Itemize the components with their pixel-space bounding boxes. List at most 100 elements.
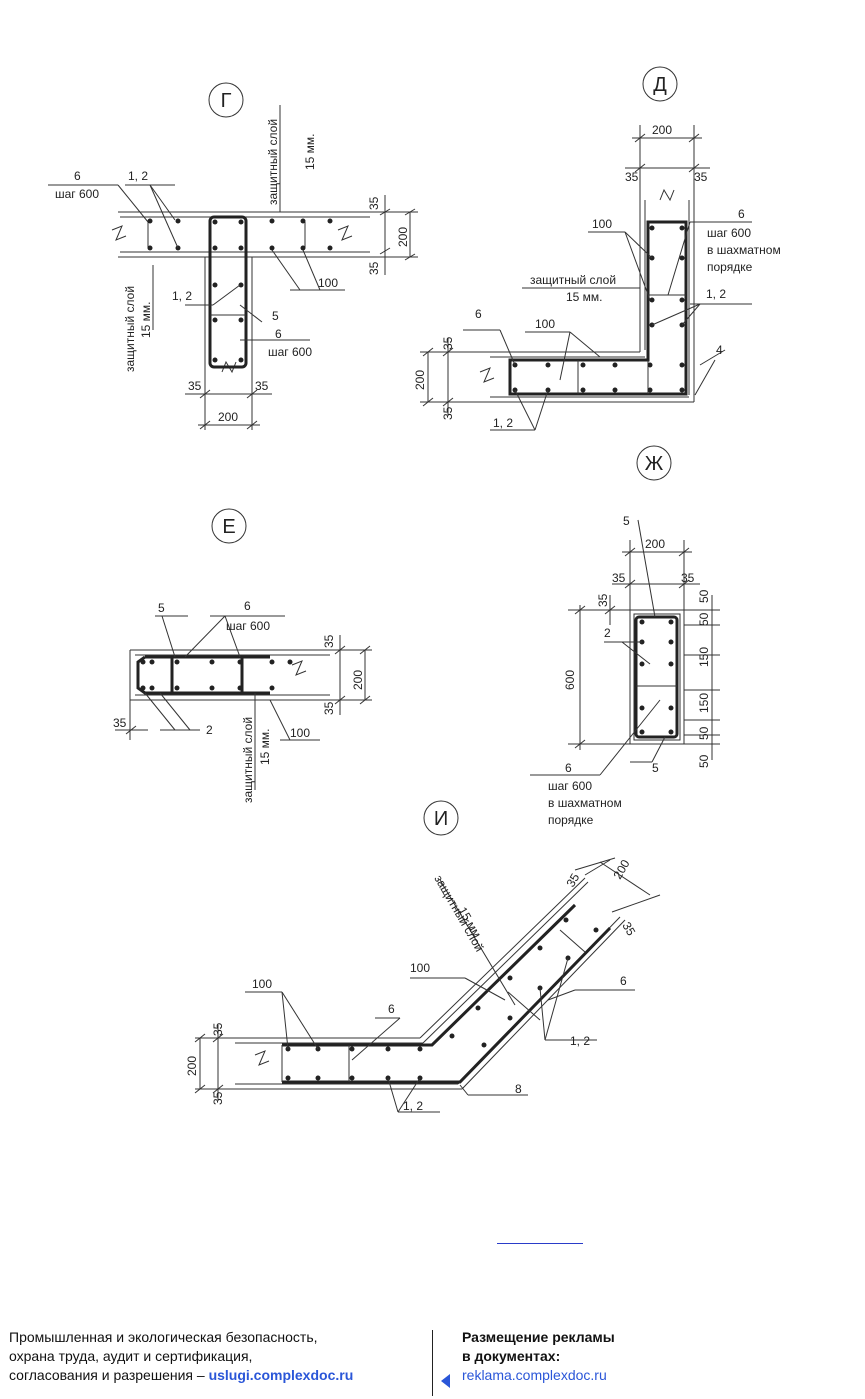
g-dim-35d: 35 bbox=[255, 379, 269, 393]
g-label-6b: 6 bbox=[275, 327, 282, 341]
footer-left-ad: Промышленная и экологическая безопасност… bbox=[9, 1328, 429, 1385]
section-zh: Ж bbox=[530, 445, 720, 827]
section-g-label: Г bbox=[221, 90, 232, 112]
e-protective-layer: защитный слой bbox=[241, 717, 255, 803]
g-label-12b: 1, 2 bbox=[172, 289, 192, 303]
e-protective-mm: 15 мм. bbox=[258, 728, 272, 765]
section-zh-label: Ж bbox=[645, 453, 664, 475]
e-label-2: 2 bbox=[206, 723, 213, 737]
zh-dim-200: 200 bbox=[645, 537, 665, 551]
zh-label-2: 2 bbox=[604, 626, 611, 640]
zh-dim-50a: 50 bbox=[697, 589, 711, 603]
d-bars bbox=[512, 225, 685, 393]
zh-stirrup bbox=[634, 615, 679, 739]
section-g-marker bbox=[208, 82, 244, 118]
d-dim-35d: 35 bbox=[441, 406, 455, 420]
section-e-marker bbox=[211, 508, 247, 544]
g-dim-200b: 200 bbox=[218, 410, 238, 424]
section-i-label: И bbox=[434, 808, 448, 830]
i-dim-35d: 35 bbox=[211, 1091, 225, 1105]
zh-label-chess2: порядке bbox=[548, 813, 594, 827]
zh-bars bbox=[639, 619, 674, 735]
zh-dim-50c: 50 bbox=[697, 726, 711, 740]
d-protective-mm: 15 мм. bbox=[566, 290, 603, 304]
zh-label-chess1: в шахматном bbox=[548, 796, 622, 810]
g-dim-35b: 35 bbox=[367, 261, 381, 275]
g-protective-layer-2: защитный слой bbox=[123, 286, 137, 372]
e-label-step: шаг 600 bbox=[226, 619, 270, 633]
zh-label-5b: 5 bbox=[652, 761, 659, 775]
e-label-6: 6 bbox=[244, 599, 251, 613]
d-dim-200b: 200 bbox=[413, 370, 427, 390]
section-e: Е bbox=[113, 508, 372, 803]
g-label-6: 6 bbox=[74, 169, 81, 183]
e-label-5: 5 bbox=[158, 601, 165, 615]
i-label-6a: 6 bbox=[620, 974, 627, 988]
zh-dim-35c: 35 bbox=[596, 593, 610, 607]
d-label-12b: 1, 2 bbox=[493, 416, 513, 430]
zh-dim-35b: 35 bbox=[681, 571, 695, 585]
d-label-12: 1, 2 bbox=[706, 287, 726, 301]
i-dim-200: 200 bbox=[610, 857, 632, 882]
e-bars bbox=[140, 659, 293, 691]
section-d-label: Д bbox=[653, 74, 667, 96]
footer-left-line3-prefix: согласования и разрешения – bbox=[9, 1367, 209, 1383]
zh-dim-50d: 50 bbox=[697, 754, 711, 768]
g-label-step2: шаг 600 bbox=[268, 345, 312, 359]
d-label-100b: 100 bbox=[535, 317, 555, 331]
g-dim-200: 200 bbox=[396, 227, 410, 247]
page-link[interactable] bbox=[497, 1225, 583, 1244]
e-dim-35b: 35 bbox=[322, 701, 336, 715]
d-label-4: 4 bbox=[716, 343, 723, 357]
d-label-6b: 6 bbox=[475, 307, 482, 321]
d-label-step: шаг 600 bbox=[707, 226, 751, 240]
footer-left-line1: Промышленная и экологическая безопасност… bbox=[9, 1329, 318, 1345]
i-walls bbox=[230, 877, 626, 1090]
zh-dim-600: 600 bbox=[563, 670, 577, 690]
zh-dim-150b: 150 bbox=[697, 693, 711, 713]
footer-left-line2: охрана труда, аудит и сертификация, bbox=[9, 1348, 253, 1364]
e-dim-35c: 35 bbox=[113, 716, 127, 730]
zh-label-6: 6 bbox=[565, 761, 572, 775]
i-label-100b: 100 bbox=[252, 977, 272, 991]
zh-dim-50b: 50 bbox=[697, 612, 711, 626]
footer-divider bbox=[432, 1330, 433, 1396]
zh-label-5: 5 bbox=[623, 514, 630, 528]
footer-right-ad: Размещение рекламы в документах: reklama… bbox=[462, 1328, 722, 1385]
section-zh-marker bbox=[636, 445, 672, 481]
d-dim-200: 200 bbox=[652, 123, 672, 137]
g-protective-mm-2: 15 мм. bbox=[139, 301, 153, 338]
g-protective-layer: защитный слой bbox=[266, 119, 280, 205]
footer-left-line3: согласования и разрешения – uslugi.compl… bbox=[9, 1366, 429, 1385]
d-label-chess2: порядке bbox=[707, 260, 753, 274]
uslugi-link[interactable]: uslugi.complexdoc.ru bbox=[208, 1367, 354, 1383]
g-label-100: 100 bbox=[318, 276, 338, 290]
section-e-label: Е bbox=[222, 516, 235, 538]
i-label-12b: 1, 2 bbox=[403, 1099, 423, 1113]
i-label-12a: 1, 2 bbox=[570, 1034, 590, 1048]
e-stirrup bbox=[136, 655, 270, 695]
i-dim-35c: 35 bbox=[211, 1022, 225, 1036]
e-dim-200: 200 bbox=[351, 670, 365, 690]
g-dim-35c: 35 bbox=[188, 379, 202, 393]
e-dim-35a: 35 bbox=[322, 634, 336, 648]
i-stirrup bbox=[282, 903, 612, 1084]
g-bars bbox=[147, 218, 333, 363]
zh-dim-150a: 150 bbox=[697, 647, 711, 667]
i-dim-200b: 200 bbox=[185, 1056, 199, 1076]
i-dim-35a: 35 bbox=[563, 871, 582, 890]
g-label-12a: 1, 2 bbox=[128, 169, 148, 183]
d-label-6: 6 bbox=[738, 207, 745, 221]
d-walls bbox=[479, 188, 695, 403]
zh-label-step: шаг 600 bbox=[548, 779, 592, 793]
d-label-chess1: в шахматном bbox=[707, 243, 781, 257]
reklama-link[interactable]: reklama.complexdoc.ru bbox=[462, 1367, 607, 1383]
g-label-step: шаг 600 bbox=[55, 187, 99, 201]
section-g: Г bbox=[48, 82, 418, 430]
e-walls bbox=[129, 649, 335, 701]
d-dim-35a: 35 bbox=[625, 170, 639, 184]
g-stirrup bbox=[208, 215, 248, 369]
g-label-5: 5 bbox=[272, 309, 279, 323]
section-i: И bbox=[185, 800, 661, 1113]
